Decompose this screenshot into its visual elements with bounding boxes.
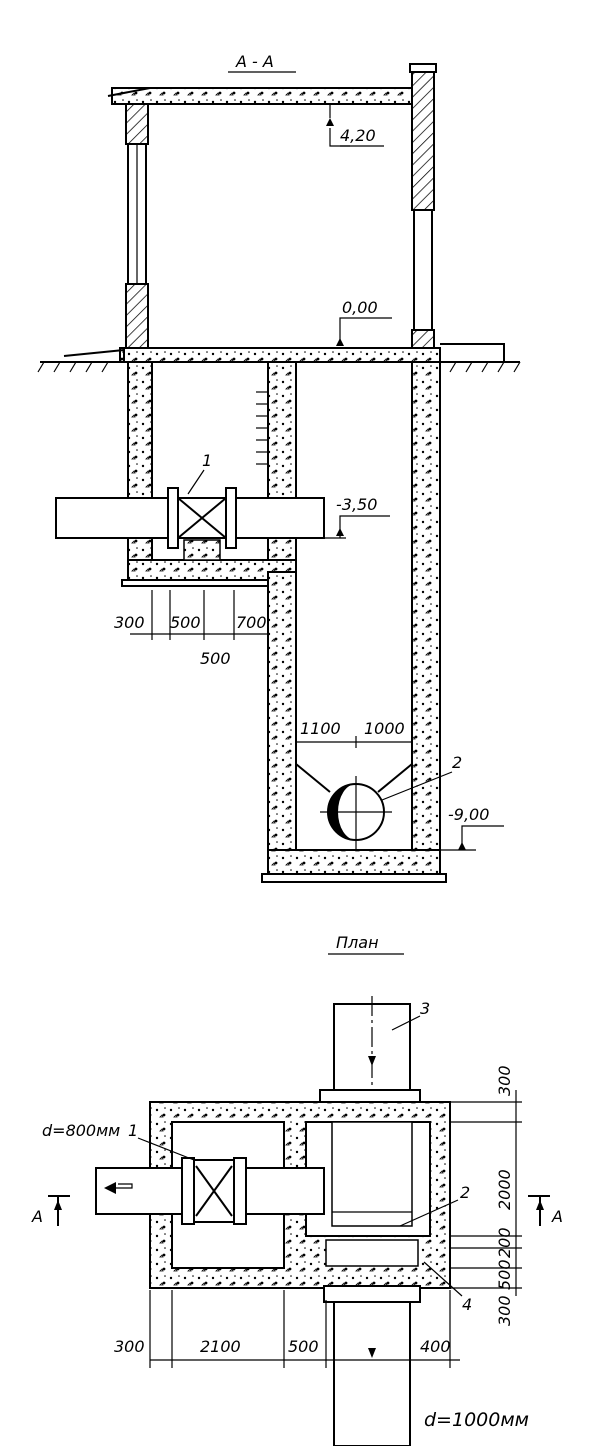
svg-text:1000: 1000 — [364, 719, 405, 738]
plan-bottom-pipe — [333, 1301, 411, 1446]
callout-inlet: 2 — [381, 753, 462, 801]
inlet-pipe-label: d=1000мм — [424, 1409, 529, 1431]
ladder — [256, 391, 268, 465]
valve-flange-left — [167, 487, 179, 549]
plan-inlet-collar — [325, 1239, 419, 1267]
section-mark-right: А — [528, 1195, 563, 1226]
svg-text:200: 200 — [495, 1227, 514, 1258]
svg-text:2: 2 — [452, 753, 462, 772]
valve-chamber-left-wall — [127, 361, 153, 573]
right-window-column — [413, 209, 433, 331]
valve-body — [177, 497, 227, 539]
inlet-funnel — [295, 763, 413, 793]
plan-bottom-collar — [323, 1285, 421, 1303]
plan-inlet-funnel — [331, 1121, 413, 1227]
plan-callout-item4: 4 — [423, 1261, 472, 1314]
plan-view: План 3 d=800мм 1 — [31, 933, 563, 1446]
deep-chamber-base — [261, 873, 447, 883]
ramp-left — [63, 348, 125, 362]
svg-text:500: 500 — [288, 1337, 319, 1356]
roof-edge — [107, 87, 412, 97]
svg-text:400: 400 — [420, 1337, 451, 1356]
left-wall-base — [125, 283, 149, 351]
svg-text:0,00: 0,00 — [342, 298, 378, 317]
svg-text:-9,00: -9,00 — [448, 805, 489, 824]
callout-pipe: 3 — [391, 999, 430, 1031]
deep-chamber-floor — [267, 849, 441, 877]
svg-text:2100: 2100 — [200, 1337, 241, 1356]
plan-right-dimensions: 300 2000 200 500 300 — [450, 1065, 522, 1326]
svg-text:1100: 1100 — [300, 719, 341, 738]
svg-text:4,20: 4,20 — [340, 126, 376, 145]
svg-text:А: А — [551, 1207, 563, 1226]
elevation-roof: 4,20 — [326, 104, 384, 147]
plan-callout-inlet: 2 — [399, 1183, 470, 1227]
parapet-cap — [409, 63, 437, 73]
section-mark-left: А — [31, 1195, 70, 1226]
elevation-bottom: -9,00 — [440, 805, 504, 851]
svg-text:300: 300 — [114, 613, 145, 632]
svg-text:-3,50: -3,50 — [336, 495, 377, 514]
plan-callout-valve: 1 — [128, 1121, 138, 1140]
svg-text:4: 4 — [462, 1295, 472, 1314]
ramp-right — [440, 343, 505, 362]
valve-support — [183, 539, 221, 561]
outlet-pipe-section — [55, 497, 325, 539]
svg-text:700: 700 — [236, 613, 267, 632]
plan-title: План — [336, 933, 379, 952]
svg-text:3: 3 — [420, 999, 430, 1018]
valve-flange-right — [225, 487, 237, 549]
plan-bottom-dimensions: 300 2100 500 400 — [114, 1290, 460, 1368]
elevation-pipe: -3,50 — [300, 495, 390, 539]
svg-text:2000: 2000 — [495, 1169, 514, 1210]
svg-text:А: А — [31, 1207, 43, 1226]
outlet-pipe-label: d=800мм — [42, 1121, 120, 1140]
section-title: А - А — [235, 52, 274, 71]
section-view: А - А 4,20 0,00 — [37, 52, 521, 883]
svg-text:300: 300 — [114, 1337, 145, 1356]
svg-text:300: 300 — [495, 1065, 514, 1096]
left-wall-top — [125, 103, 149, 145]
valve-chamber-base — [121, 579, 283, 587]
right-wall-top — [411, 69, 435, 211]
svg-text:500: 500 — [495, 1259, 514, 1290]
svg-text:500: 500 — [170, 613, 201, 632]
svg-text:500: 500 — [200, 649, 231, 668]
floor-slab — [119, 347, 441, 363]
svg-text:300: 300 — [495, 1295, 514, 1326]
roof-slab — [111, 87, 429, 105]
deep-chamber-right-wall — [411, 361, 441, 873]
valve-chamber-dimensions: 300 500 700 500 — [114, 590, 272, 668]
elevation-floor: 0,00 — [336, 298, 392, 346]
plan-valve-flange-left — [181, 1157, 195, 1225]
deep-chamber-dimensions: 1100 1000 — [296, 719, 412, 748]
svg-text:1: 1 — [202, 451, 212, 470]
plan-top-pipe — [333, 1003, 411, 1095]
callout-valve: 1 — [187, 451, 212, 495]
plan-valve-flange-right — [233, 1157, 247, 1225]
deep-chamber-left-wall — [267, 571, 297, 873]
svg-text:2: 2 — [460, 1183, 470, 1202]
valve-chamber-right-wall — [267, 361, 297, 573]
